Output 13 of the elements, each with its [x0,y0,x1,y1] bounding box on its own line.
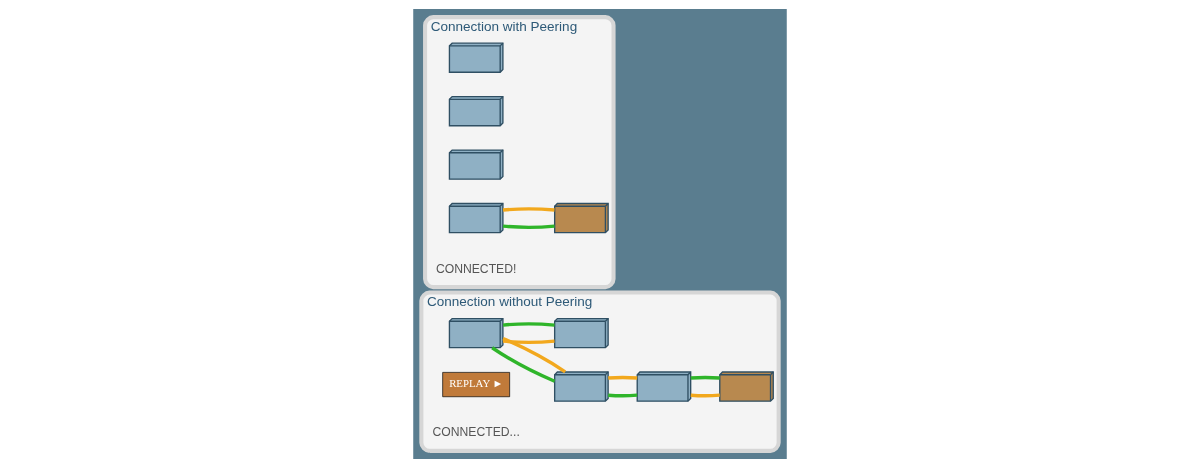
connector [502,336,567,373]
connector [608,375,638,380]
node-box: REPLAY ► [442,371,510,397]
connector [690,375,720,380]
connector [502,321,555,327]
connector [608,393,638,397]
label: CONNECTED... [432,424,520,439]
connector [502,206,555,212]
connector [502,223,555,229]
connector [491,345,556,383]
connector [502,339,555,344]
label: CONNECTED! [435,261,517,275]
connector [690,393,720,397]
